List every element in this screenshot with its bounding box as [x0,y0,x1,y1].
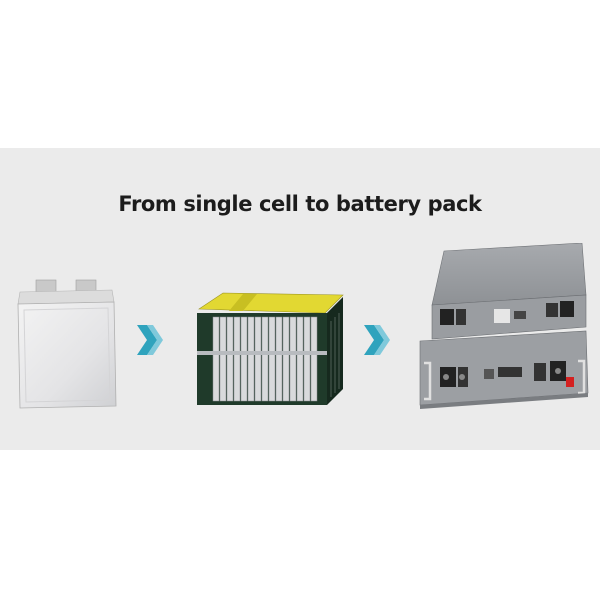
battery-module-image [197,292,344,405]
hero-banner: From single cell to battery pack [0,148,600,450]
single-cell-image [17,279,117,409]
double-chevron-right-icon [364,325,390,355]
battery-pack-image [419,243,589,409]
page-title: From single cell to battery pack [118,192,482,216]
double-chevron-right-icon [137,325,163,355]
